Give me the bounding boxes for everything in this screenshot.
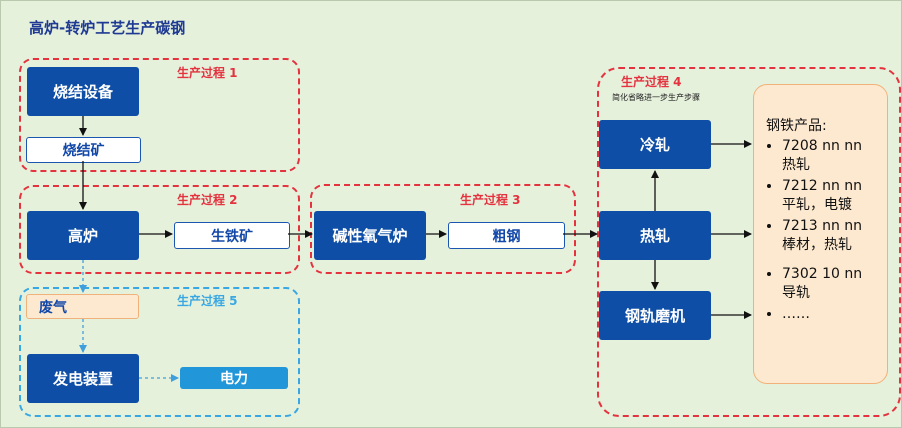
product-desc: 导轨 <box>782 285 810 301</box>
node-sinter-ore: 烧结矿 <box>26 137 141 163</box>
group-process-1-label: 生产过程 1 <box>177 66 238 80</box>
diagram-title: 高炉-转炉工艺生产碳钢 <box>29 19 186 37</box>
group-process-4 <box>597 67 901 417</box>
node-sinter-plant: 烧结设备 <box>27 67 139 116</box>
products-panel: 钢铁产品: 7208 nn nn 热轧 7212 nn nn 平轧，电镀 7213 … <box>753 84 888 384</box>
group-process-1 <box>19 58 300 172</box>
group-process-5-label: 生产过程 5 <box>177 294 238 308</box>
node-pig-iron: 生铁矿 <box>174 222 290 249</box>
product-code: 7212 nn nn <box>782 178 863 194</box>
products-list: 7208 nn nn 热轧 7212 nn nn 平轧，电镀 7213 nn nn 棒… <box>766 137 887 324</box>
group-process-3 <box>310 184 576 274</box>
group-process-3-label: 生产过程 3 <box>460 193 521 207</box>
group-process-5 <box>19 287 300 417</box>
node-hot-rolling: 热轧 <box>599 211 711 260</box>
node-bof: 碱性氧气炉 <box>314 211 426 260</box>
product-code: …… <box>782 306 810 322</box>
node-cold-rolling: 冷轧 <box>599 120 711 169</box>
product-item: 7208 nn nn 热轧 <box>782 137 887 175</box>
product-desc: 平轧，电镀 <box>782 197 852 213</box>
node-power-plant: 发电装置 <box>27 354 139 403</box>
node-crude-steel: 粗钢 <box>448 222 565 249</box>
group-process-4-note: 简化省略进一步生产步骤 <box>612 93 700 102</box>
products-heading: 钢铁产品: <box>766 118 827 134</box>
group-process-4-label: 生产过程 4 <box>621 75 682 89</box>
product-code: 7302 10 nn <box>782 266 863 282</box>
product-code: 7213 nn nn <box>782 218 863 234</box>
product-desc: 棒材，热轧 <box>782 237 852 253</box>
product-item: …… <box>782 305 887 324</box>
group-process-2 <box>19 185 300 274</box>
product-item: 7213 nn nn 棒材，热轧 <box>782 217 887 255</box>
node-electricity: 电力 <box>180 367 288 389</box>
product-code: 7208 nn nn <box>782 138 863 154</box>
node-blast-furnace: 高炉 <box>27 211 139 260</box>
group-process-2-label: 生产过程 2 <box>177 193 238 207</box>
node-waste-gas: 废气 <box>26 294 139 319</box>
product-desc: 热轧 <box>782 157 810 173</box>
node-rail-mill: 钢轨磨机 <box>599 291 711 340</box>
product-item: 7212 nn nn 平轧，电镀 <box>782 177 887 215</box>
product-item: 7302 10 nn 导轨 <box>782 265 887 303</box>
